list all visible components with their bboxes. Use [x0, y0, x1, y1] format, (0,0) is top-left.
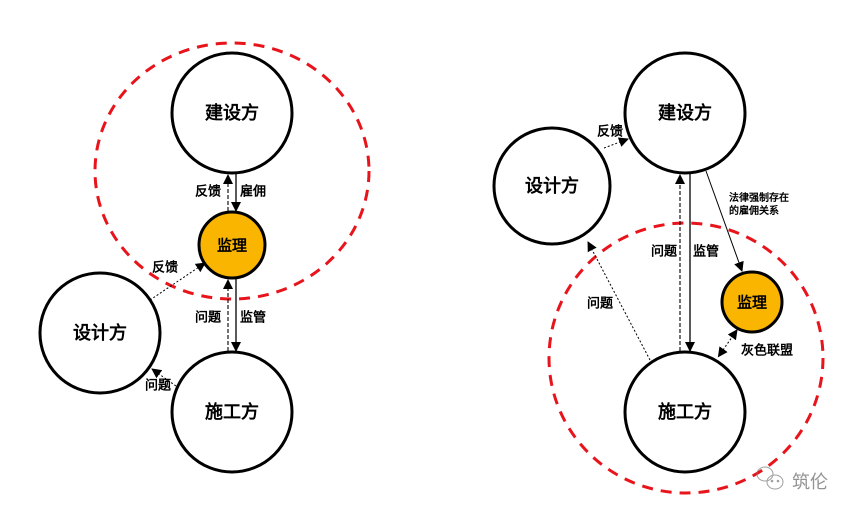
- watermark-text: 筑伦: [792, 472, 828, 493]
- edge-label: 问题: [195, 310, 222, 326]
- right-node-designer: 设计方: [492, 126, 612, 246]
- edge-label: 雇佣: [240, 184, 266, 200]
- edge-label: 监管: [693, 244, 719, 260]
- edge-label: 反馈: [195, 184, 221, 200]
- node-label: 监理: [737, 294, 767, 312]
- right-node-owner: 建设方: [623, 51, 747, 175]
- edge-label: 的雇佣关系: [729, 204, 779, 217]
- designer-feedback-arrow: [149, 262, 206, 301]
- node-label: 设计方: [73, 322, 127, 344]
- node-label: 建设方: [205, 102, 259, 124]
- node-label: 监理: [217, 237, 247, 255]
- designer-problem-arrow: [151, 368, 177, 387]
- node-label: 施工方: [205, 401, 259, 423]
- right-node-contractor: 施工方: [623, 350, 747, 474]
- edge-label: 监管: [240, 310, 266, 326]
- grey-alliance-arrow: [717, 329, 738, 358]
- edge-label: 反馈: [152, 260, 178, 276]
- node-label: 施工方: [658, 401, 712, 423]
- left-node-supervisor: 监理: [197, 210, 267, 280]
- right-node-supervisor: 监理: [720, 270, 784, 334]
- left-alliance-ring: [93, 41, 371, 301]
- node-label: 设计方: [525, 175, 579, 197]
- edge-label: 法律强制存在: [729, 191, 789, 204]
- edge-label: 问题: [145, 378, 172, 394]
- edge-label: 问题: [651, 244, 678, 260]
- edge-label: 灰色联盟: [741, 343, 793, 359]
- right-alliance-ring: [547, 221, 825, 495]
- node-label: 建设方: [658, 102, 712, 124]
- designer-feedback-arrow: [603, 137, 629, 149]
- right-diagram: 建设方 设计方 监理 施工方 反馈 问题 监管 问题 灰色联盟 法律强制存在 的…: [492, 51, 825, 495]
- left-diagram: 建设方 监理 施工方 设计方 反馈 雇佣 问题 监管 反馈 问题: [38, 41, 371, 474]
- left-node-designer: 设计方: [38, 271, 162, 395]
- legal-employ-arrow: [705, 170, 744, 272]
- left-node-owner: 建设方: [170, 51, 294, 175]
- wechat-icon: [756, 466, 784, 490]
- left-node-contractor: 施工方: [170, 350, 294, 474]
- edge-label: 问题: [587, 296, 614, 312]
- watermark: 筑伦: [756, 466, 828, 493]
- edge-label: 反馈: [597, 124, 623, 140]
